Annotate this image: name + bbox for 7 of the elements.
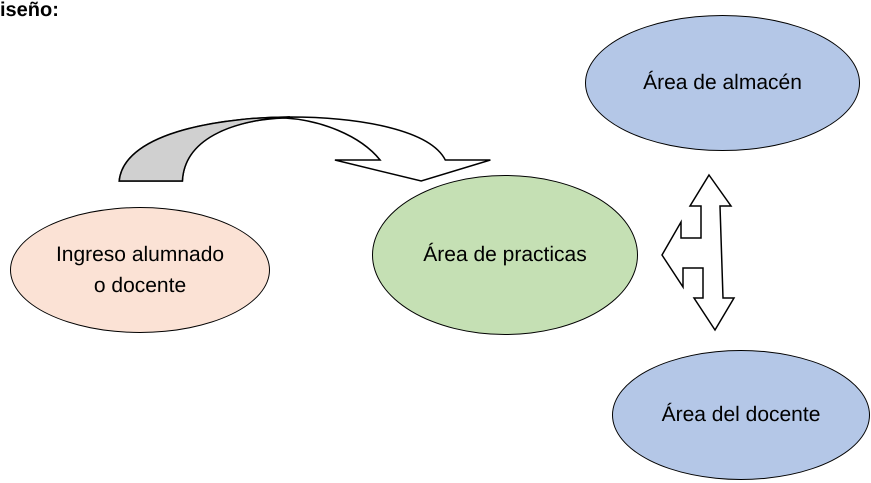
node-label: Área de almacén [643, 70, 802, 96]
node-label: Área de practicas [423, 242, 587, 268]
three-way-arrow [661, 174, 736, 332]
node-label: Ingreso alumnado o docente [54, 242, 226, 299]
node-label: Área del docente [662, 402, 820, 428]
heading: iseño: [0, 0, 59, 22]
curved-arrow [118, 116, 492, 182]
